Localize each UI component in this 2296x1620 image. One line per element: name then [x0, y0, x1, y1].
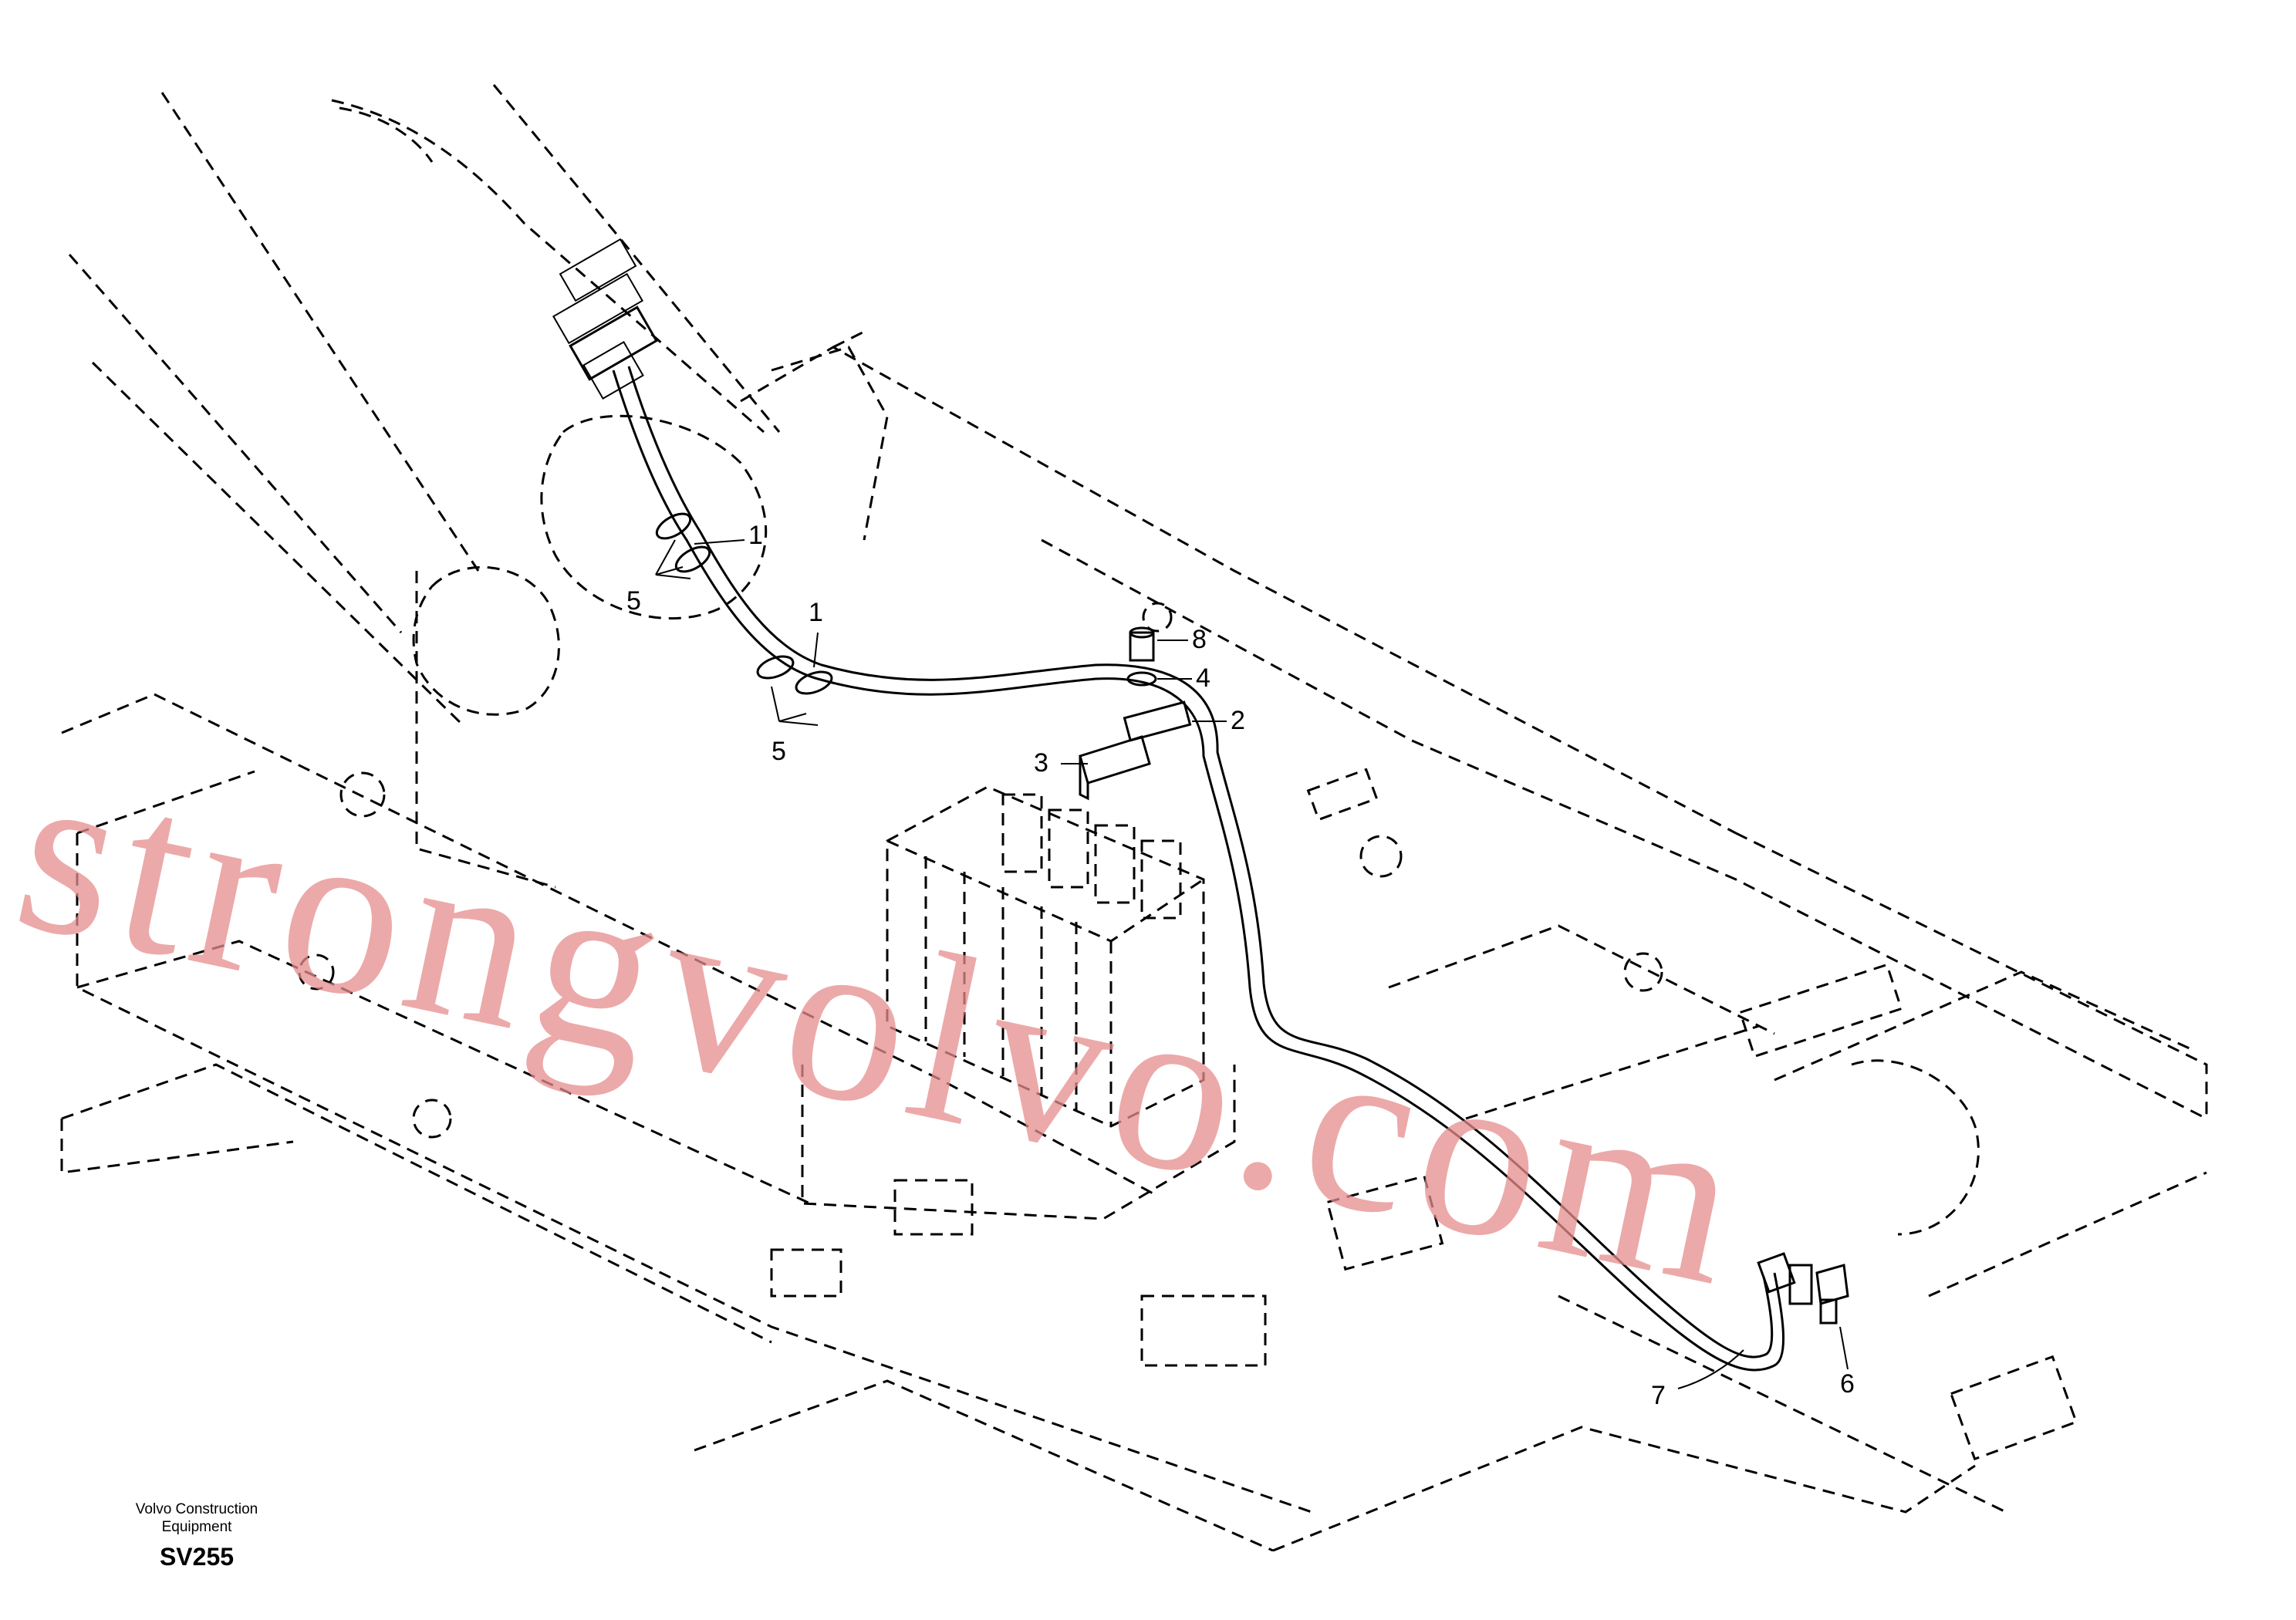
leader-lines [655, 539, 1849, 1389]
boom-pivot [412, 346, 889, 889]
upper-frame [60, 330, 2208, 1552]
diagram-code: SV255 [159, 1543, 235, 1571]
callout-7: 7 [1651, 1381, 1666, 1410]
callout-5-upper: 5 [626, 586, 641, 616]
callout-5-lower: 5 [772, 737, 786, 766]
control-valve [801, 785, 1236, 1220]
callout-4: 4 [1196, 663, 1210, 693]
boom-outline [68, 84, 781, 727]
brand-line-2: Equipment [161, 1519, 232, 1535]
brand-line-1: Volvo Construction [135, 1501, 258, 1517]
brand-label: Volvo Construction Equipment [116, 1500, 278, 1536]
boom-connector-block [552, 238, 658, 400]
fitting-6 [1757, 1252, 1849, 1325]
callout-8: 8 [1192, 625, 1207, 654]
callout-1-lower: 1 [809, 598, 823, 627]
callouts: 1 1 5 5 2 3 4 8 7 6 [626, 521, 1855, 1410]
frame-details [298, 602, 2078, 1461]
clamp-assembly [1079, 626, 1192, 801]
callout-3: 3 [1034, 748, 1048, 778]
callout-1-upper: 1 [748, 521, 763, 550]
hose-7 [612, 366, 1785, 1372]
callout-2: 2 [1231, 706, 1245, 735]
callout-6: 6 [1840, 1369, 1855, 1399]
